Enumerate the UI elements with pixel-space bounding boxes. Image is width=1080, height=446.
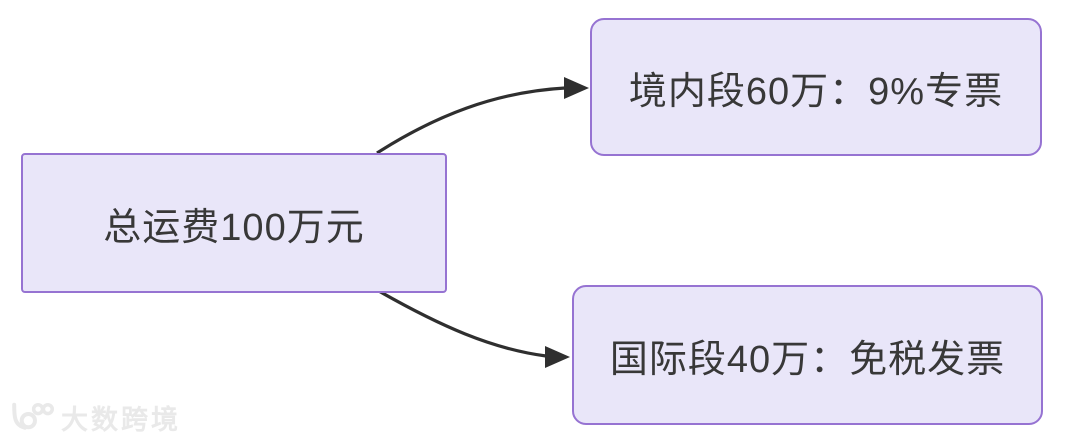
- connector-to-international: [376, 288, 547, 358]
- watermark-text: 大数跨境: [61, 405, 181, 435]
- connector-to-domestic: [376, 86, 566, 155]
- node-domestic-segment: 境内段60万：9%专票: [590, 18, 1042, 156]
- arrowhead-domestic-icon: [564, 77, 589, 99]
- node-international-segment-label: 国际段40万：免税发票: [609, 338, 1006, 381]
- node-international-segment: 国际段40万：免税发票: [572, 285, 1043, 425]
- arrowhead-international-icon: [545, 346, 570, 368]
- watermark: 大数跨境: [8, 398, 181, 437]
- node-domestic-segment-label: 境内段60万：9%专票: [628, 70, 1004, 113]
- node-total-freight-label: 总运费100万元: [103, 206, 365, 249]
- brand-logo-icon: [12, 402, 54, 430]
- node-total-freight: 总运费100万元: [21, 153, 447, 293]
